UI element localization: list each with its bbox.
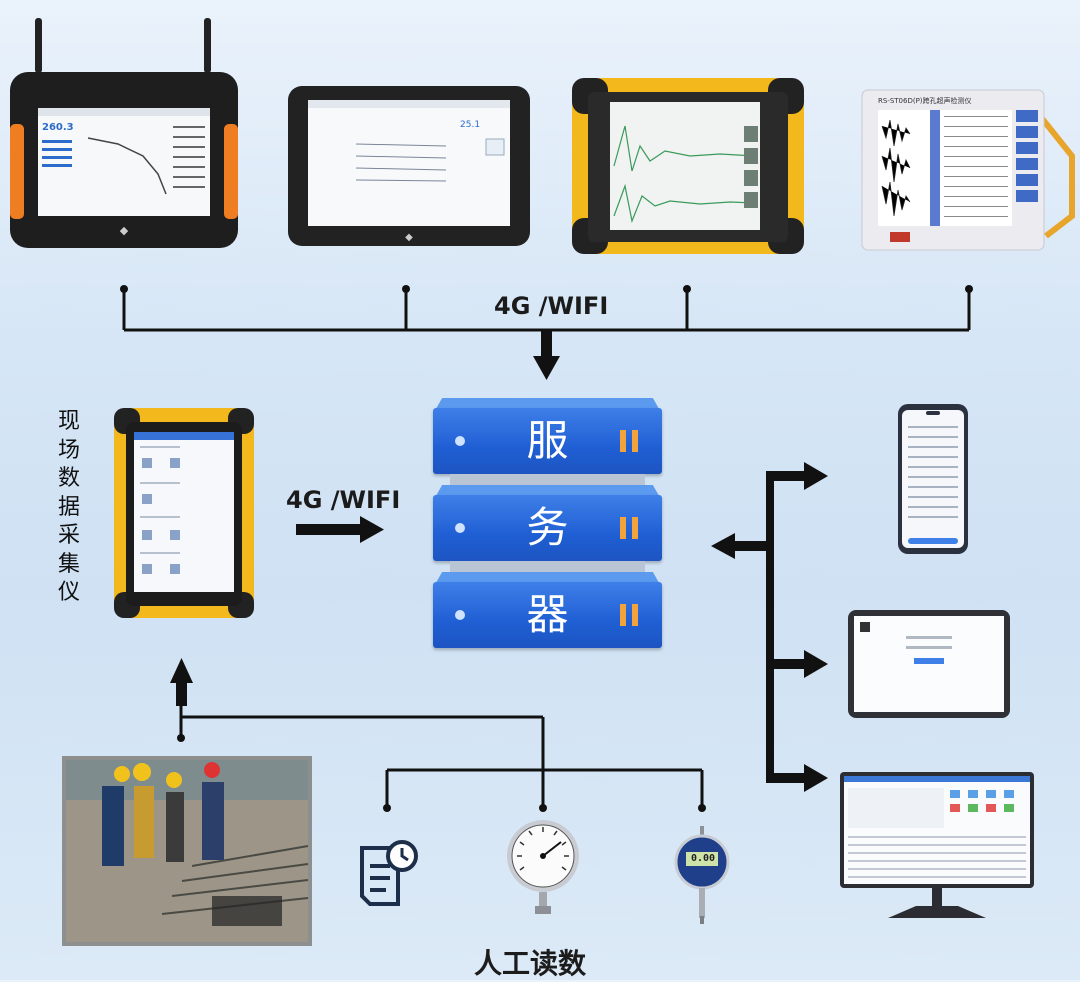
indicator bbox=[632, 517, 638, 539]
collector-char: 采 bbox=[57, 523, 80, 548]
collector-char: 据 bbox=[57, 494, 80, 520]
collector-label: 现 场 数 据 采 集 仪 bbox=[52, 408, 86, 608]
tablet-device-1: ◆ bbox=[10, 18, 238, 248]
indicator bbox=[620, 604, 626, 626]
server-char: 务 bbox=[526, 503, 569, 552]
tablet-device-3 bbox=[572, 78, 804, 254]
server-unit-1: 服 bbox=[433, 408, 662, 474]
top-link-label: 4G /WIFI bbox=[494, 292, 609, 320]
server-char: 服 bbox=[526, 416, 569, 465]
server-unit-3: 器 bbox=[433, 582, 662, 648]
device4-title: RS-ST06D(P)跨孔超声检测仪 bbox=[878, 97, 972, 105]
server-unit-2: 务 bbox=[433, 495, 662, 561]
led bbox=[455, 523, 465, 533]
server-char: 器 bbox=[526, 590, 569, 639]
collector-tablet bbox=[114, 408, 254, 618]
indicator bbox=[632, 604, 638, 626]
collector-char: 集 bbox=[57, 551, 80, 577]
dial-indicator-icon bbox=[674, 826, 730, 924]
tablet-device-4 bbox=[861, 89, 1075, 251]
dial-indicator-display: 0.00 bbox=[690, 853, 716, 864]
server-gap bbox=[450, 474, 645, 488]
device1-reading: 260.3 bbox=[42, 122, 74, 133]
indicator bbox=[620, 430, 626, 452]
svg-text:◆: ◆ bbox=[405, 232, 413, 243]
tablet-landscape-icon bbox=[848, 610, 1010, 718]
collector-char: 场 bbox=[57, 437, 80, 463]
server-gap bbox=[450, 561, 645, 575]
led bbox=[455, 436, 465, 446]
tablet-device-2: ◆ bbox=[288, 86, 530, 246]
antenna-icon bbox=[35, 18, 42, 73]
collector-char: 现 bbox=[57, 409, 80, 434]
indicator bbox=[632, 430, 638, 452]
phone-icon bbox=[898, 404, 968, 554]
collector-char: 数 bbox=[57, 466, 80, 491]
manual-reading-label: 人工读数 bbox=[474, 947, 587, 980]
led bbox=[455, 610, 465, 620]
side-link-label: 4G /WIFI bbox=[286, 486, 401, 514]
pressure-gauge-icon bbox=[507, 820, 579, 914]
antenna-icon bbox=[204, 18, 211, 73]
workers-photo bbox=[62, 756, 312, 946]
indicator bbox=[620, 517, 626, 539]
monitor-icon bbox=[840, 772, 1034, 918]
device2-reading: 25.1 bbox=[460, 120, 481, 130]
svg-text:◆: ◆ bbox=[120, 224, 129, 237]
document-clock-icon bbox=[360, 840, 418, 906]
collector-char: 仪 bbox=[57, 580, 80, 605]
